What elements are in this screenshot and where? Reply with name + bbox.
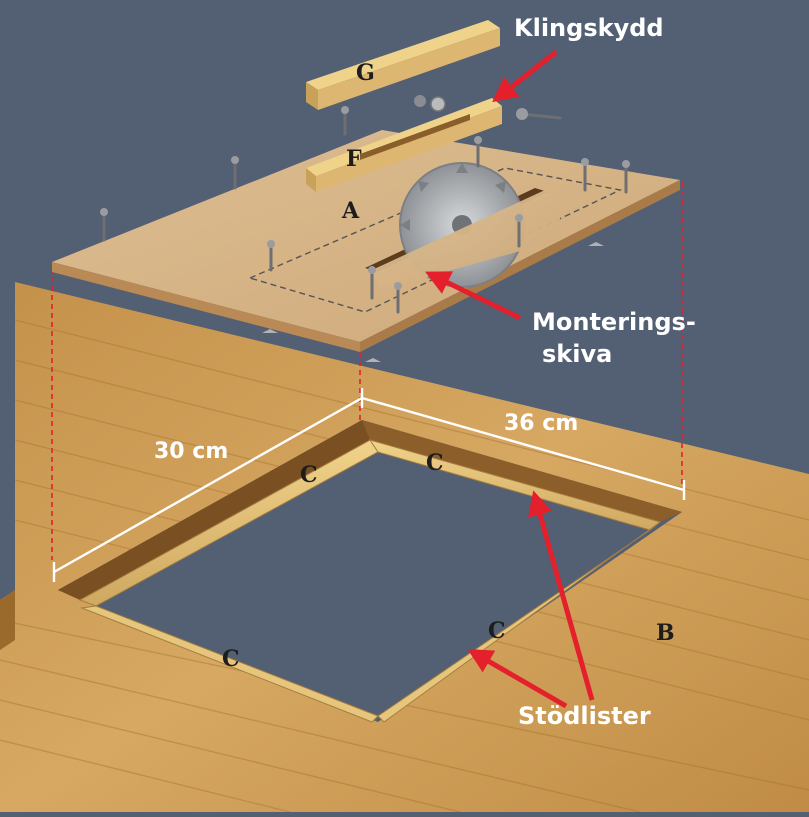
part-label-c-right: C [488,618,506,644]
part-label-a: A [341,198,360,224]
part-label-c-front: C [222,646,240,672]
label-mounting-plate-line1: Monterings- [532,308,696,336]
guide-lines [51,182,683,560]
part-label-c-left: C [300,462,318,488]
blade-guard-g [306,20,500,110]
worktop [0,282,809,813]
support-slat-front [80,605,379,723]
part-label-f: F [346,146,362,172]
mounting-plate-right-edge [360,180,680,352]
worktop-front-edge [0,590,15,650]
mounting-plate-top [52,130,680,342]
part-label-c-back: C [426,450,444,476]
dimension-line-width [53,396,363,574]
mounting-plate [52,130,680,352]
mounting-plate-front-edge [52,262,360,352]
plate-cover [372,190,560,290]
blade-guard-f [306,98,502,192]
screw-icon [100,106,630,314]
label-dimension-depth: 36 cm [504,411,578,436]
opening-back-wall [362,420,682,522]
dimension-line-depth [361,396,685,492]
label-dimension-width: 30 cm [154,439,228,464]
arrow-mounting-plate [425,271,522,321]
part-label-b: B [656,620,675,646]
dimension-lines [52,388,686,582]
label-support-slats: Stödlister [518,702,651,730]
label-blade-guard: Klingskydd [514,14,664,42]
washer-icon [262,95,604,362]
arrow-blade-guard [492,50,558,103]
opening-left-wall [58,420,370,600]
part-label-g: G [356,60,375,86]
worktop-opening [58,420,682,722]
label-mounting-plate-line2: skiva [542,340,612,368]
arrow-icon [425,50,595,709]
arrow-support-slat-right [467,648,568,709]
arrow-support-slat-back [528,490,595,701]
